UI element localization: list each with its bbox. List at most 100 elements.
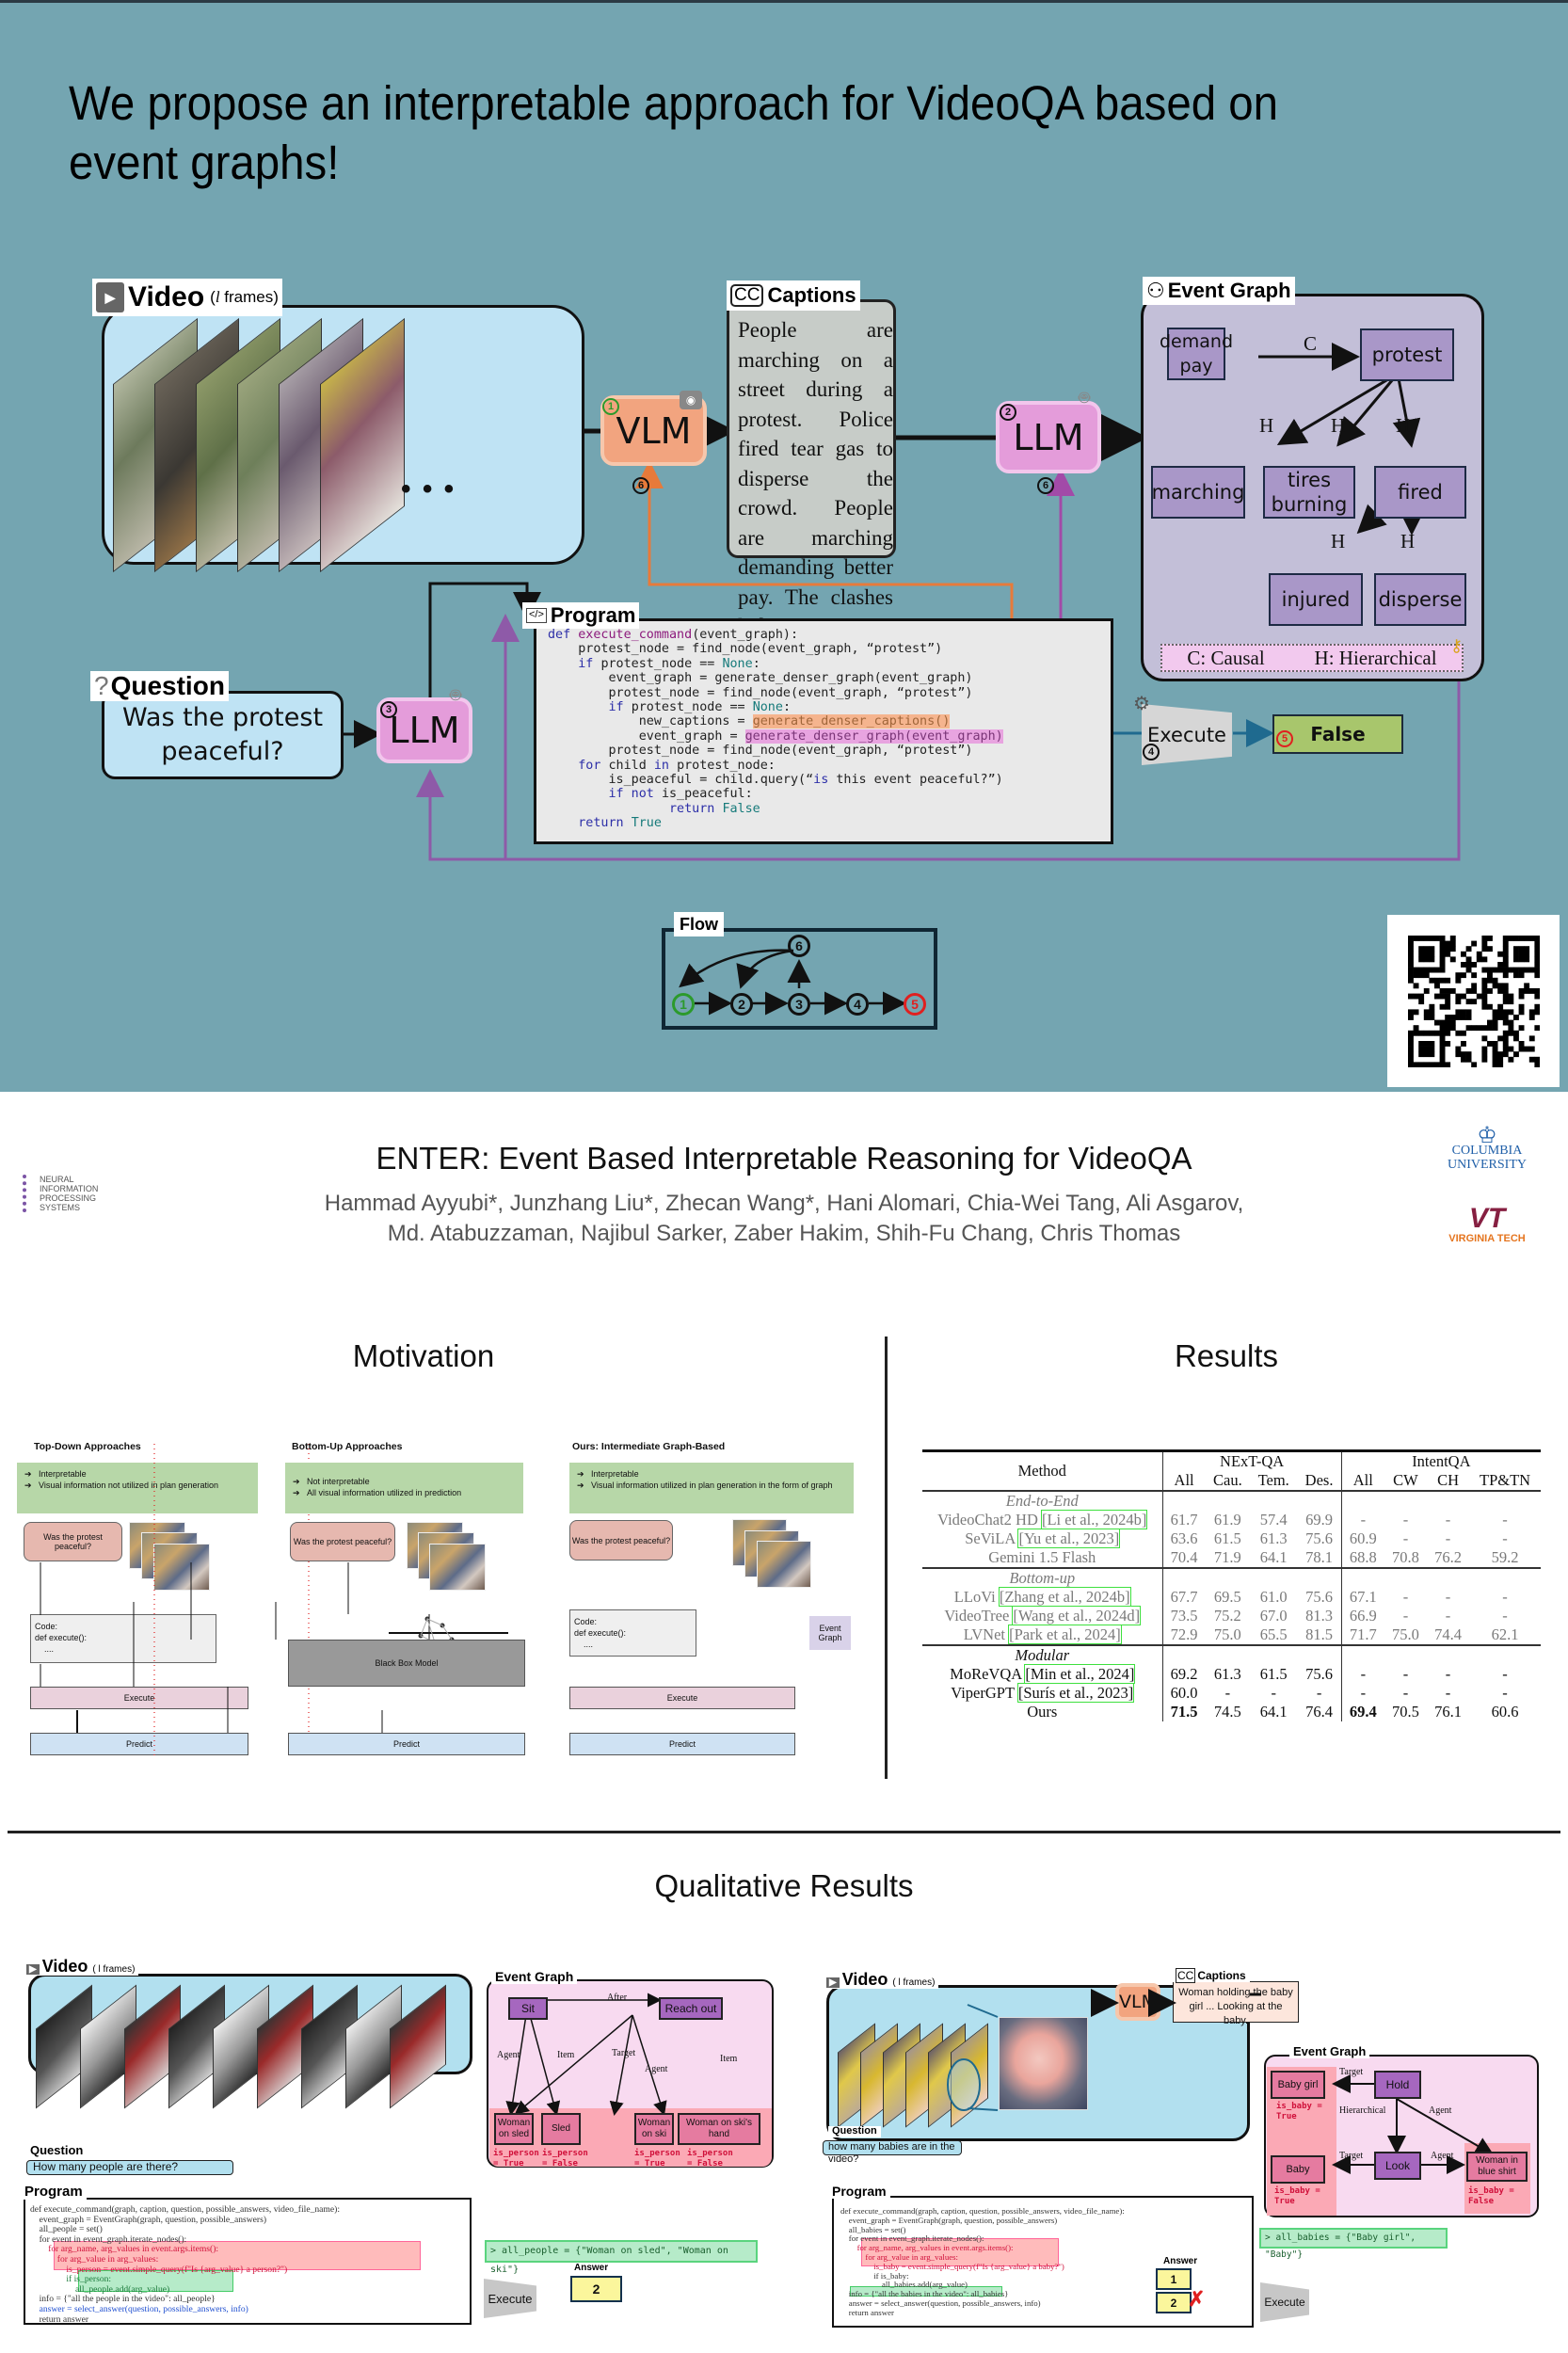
- value-cell: 71.5: [1170, 1703, 1198, 1721]
- qr-module: [1512, 967, 1519, 972]
- qr-module: [1428, 1046, 1434, 1051]
- qr-module: [1413, 967, 1418, 972]
- value-cell: 61.3: [1259, 1529, 1288, 1547]
- qr-module: [1439, 945, 1445, 952]
- value-cell: 81.3: [1297, 1607, 1342, 1625]
- zoom-frame: [999, 2017, 1088, 2110]
- qr-module: [1502, 935, 1509, 941]
- citation-link[interactable]: [Wang et al., 2024d]: [1012, 1606, 1142, 1625]
- qr-module: [1492, 1014, 1497, 1020]
- flow-diagram: [679, 949, 906, 1016]
- motivation-predict: Predict: [288, 1733, 525, 1755]
- qr-module: [1465, 1056, 1471, 1063]
- qr-module: [1518, 1024, 1524, 1031]
- q2-answer-option: 2: [1156, 2292, 1192, 2313]
- value-cell: 64.1: [1259, 1703, 1288, 1721]
- q2-edge-label: Target: [1339, 2067, 1364, 2077]
- qr-module: [1523, 967, 1529, 972]
- q1-arg-flag: is_person = True: [493, 2149, 539, 2169]
- qr-module: [1417, 1050, 1424, 1057]
- value-cell: 61.5: [1213, 1529, 1241, 1547]
- qr-module: [1428, 945, 1434, 952]
- q1-arg-node: Sled: [541, 2113, 581, 2145]
- citation-link[interactable]: [Surís et al., 2023]: [1016, 1683, 1135, 1703]
- qr-module: [1454, 977, 1461, 984]
- qr-module: [1428, 967, 1434, 972]
- robot-icon: 🤖︎: [450, 685, 461, 706]
- qr-module: [1465, 1050, 1471, 1057]
- citation-link[interactable]: [Li et al., 2024b]: [1040, 1510, 1148, 1529]
- qr-module: [1433, 967, 1440, 972]
- citation-link[interactable]: [Park et al., 2024]: [1008, 1625, 1122, 1644]
- code-line: return False: [669, 801, 760, 816]
- value-cell: 71.9: [1213, 1548, 1241, 1566]
- qr-module: [1486, 1003, 1493, 1010]
- citation-link[interactable]: [Min et al., 2024]: [1024, 1664, 1136, 1684]
- step-5-badge: 5: [1276, 730, 1293, 747]
- code-line: return answer: [840, 2307, 894, 2317]
- q2-execute: Execute: [1260, 2282, 1309, 2322]
- motivation-predict: Predict: [569, 1733, 795, 1755]
- qr-module: [1528, 967, 1535, 972]
- qr-module: [1528, 1056, 1535, 1063]
- code-line: if is_baby:: [840, 2270, 909, 2281]
- q1-question-box: How many people are there?: [26, 2160, 233, 2175]
- col-group-nextqa: NExT-QA: [1162, 1452, 1342, 1471]
- citation-link[interactable]: [Zhang et al., 2024b]: [998, 1587, 1131, 1607]
- qr-module: [1470, 1061, 1477, 1067]
- value-cell: 61.3: [1213, 1665, 1241, 1683]
- code-line: is_peaceful = child.query(“is this event…: [608, 773, 1003, 788]
- qr-module: [1428, 935, 1434, 941]
- q1-arg-flag: is_person = True: [634, 2149, 680, 2169]
- paper-title: ENTER: Event Based Interpretable Reasoni…: [376, 1141, 1192, 1176]
- col-header: CH: [1437, 1471, 1459, 1489]
- qr-module: [1413, 1061, 1418, 1067]
- value-cell: -: [1402, 1684, 1409, 1702]
- captions-label: CC Captions: [727, 280, 860, 311]
- qr-module: [1407, 1008, 1414, 1015]
- q1-arg-flag: is_person = False: [542, 2149, 588, 2169]
- qr-module: [1417, 967, 1424, 972]
- method-cell: Ours: [922, 1703, 1163, 1721]
- q1-edge-label: Target: [612, 2048, 636, 2058]
- qr-module: [1460, 1040, 1466, 1047]
- qr-module: [1413, 971, 1418, 978]
- value-cell: -: [1502, 1684, 1508, 1702]
- value-cell: 67.0: [1259, 1607, 1288, 1625]
- code-line: all_babies = set(): [840, 2224, 906, 2234]
- qr-module: [1492, 1019, 1497, 1025]
- qr-module: [1480, 987, 1487, 994]
- q2-video-label: ▶Video ( l frames): [823, 1971, 939, 1989]
- motivation-bullets: ➔ Interpretable ➔ Visual information not…: [17, 1463, 258, 1513]
- qr-module: [1449, 987, 1456, 994]
- qr-module: [1423, 967, 1430, 972]
- citation-link[interactable]: [Yu et al., 2023]: [1017, 1529, 1121, 1548]
- headline: We propose an interpretable approach for…: [69, 76, 1279, 189]
- edge-label: C: [1304, 332, 1318, 355]
- value-cell: -: [1445, 1665, 1451, 1683]
- program-code: def execute_command(event_graph): protes…: [548, 628, 1003, 831]
- film-icon: ▶: [96, 282, 124, 312]
- qr-module: [1444, 1030, 1450, 1036]
- qr-module: [1428, 951, 1434, 957]
- qr-code[interactable]: [1387, 915, 1560, 1087]
- code-line: protest_node = find_node(event_graph, “p…: [608, 744, 973, 759]
- flow-step: 4: [846, 993, 869, 1016]
- table-section-header: Modular: [922, 1645, 1541, 1665]
- flow-step: 1: [672, 993, 695, 1016]
- qr-module: [1480, 955, 1487, 962]
- qr-module: [1417, 1030, 1424, 1036]
- qr-module: [1407, 940, 1414, 946]
- qr-module: [1439, 1046, 1445, 1051]
- qr-module: [1423, 955, 1430, 962]
- qr-module: [1423, 945, 1430, 952]
- qr-module: [1518, 987, 1524, 994]
- qr-module: [1454, 1050, 1461, 1057]
- qr-module: [1444, 998, 1450, 1004]
- qr-module: [1533, 1056, 1540, 1063]
- qr-module: [1413, 1030, 1418, 1036]
- qr-module: [1465, 967, 1471, 972]
